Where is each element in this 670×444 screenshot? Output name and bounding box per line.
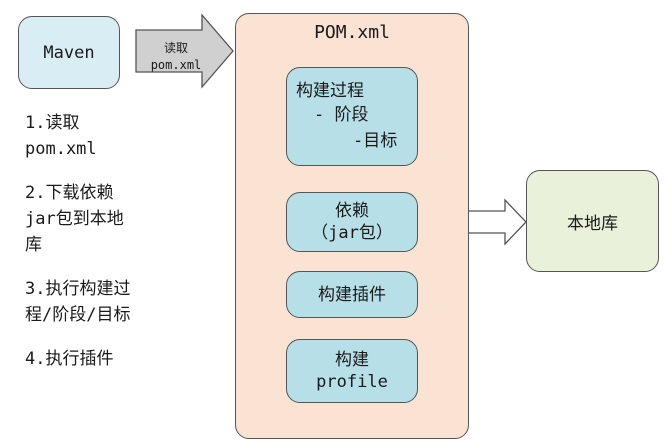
- step-4: 4.执行插件: [25, 346, 130, 372]
- plugins-box: 构建插件: [286, 271, 418, 318]
- step-3-line1: 3.执行构建过: [25, 279, 131, 299]
- lifecycle-line2: - 阶段: [314, 105, 369, 125]
- maven-label: Maven: [43, 42, 95, 63]
- profile-line1: 构建: [335, 350, 369, 370]
- lifecycle-box: 构建过程 - 阶段 -目标: [286, 67, 418, 166]
- lifecycle-line1: 构建过程: [296, 81, 364, 101]
- read-arrow-label-line1: 读取: [163, 41, 188, 55]
- plugins-label: 构建插件: [318, 284, 386, 305]
- dependencies-box: 依赖 （jar包）: [286, 192, 418, 252]
- step-1: 1.读取 pom.xml: [25, 110, 130, 162]
- step-3: 3.执行构建过 程/阶段/目标: [25, 276, 130, 328]
- maven-box: Maven: [18, 16, 120, 89]
- step-2-line3: 库: [25, 235, 42, 255]
- step-1-line2: pom.xml: [25, 139, 97, 159]
- profile-box: 构建 profile: [286, 339, 418, 403]
- steps-list: 1.读取 pom.xml 2.下载依赖 jar包到本地 库 3.执行构建过 程/…: [25, 110, 130, 390]
- step-2-line1: 2.下载依赖: [25, 183, 114, 203]
- local-repository-label: 本地库: [567, 213, 618, 234]
- step-2: 2.下载依赖 jar包到本地 库: [25, 180, 130, 258]
- dependencies-line1: 依赖: [335, 201, 369, 221]
- read-arrow-label-line2: pom.xml: [150, 58, 202, 72]
- pom-title: POM.xml: [314, 22, 390, 43]
- step-4-line1: 4.执行插件: [25, 349, 114, 369]
- step-2-line2: jar包到本地: [25, 209, 124, 229]
- step-3-line2: 程/阶段/目标: [25, 305, 131, 325]
- read-block-arrow: [135, 13, 234, 89]
- step-1-line1: 1.读取: [25, 113, 80, 133]
- profile-line2: profile: [316, 372, 388, 392]
- lifecycle-line3: -目标: [353, 131, 398, 151]
- read-arrow-label: 读取 pom.xml: [138, 40, 214, 74]
- local-repository-box: 本地库: [526, 170, 659, 272]
- dependencies-line2: （jar包）: [311, 223, 393, 243]
